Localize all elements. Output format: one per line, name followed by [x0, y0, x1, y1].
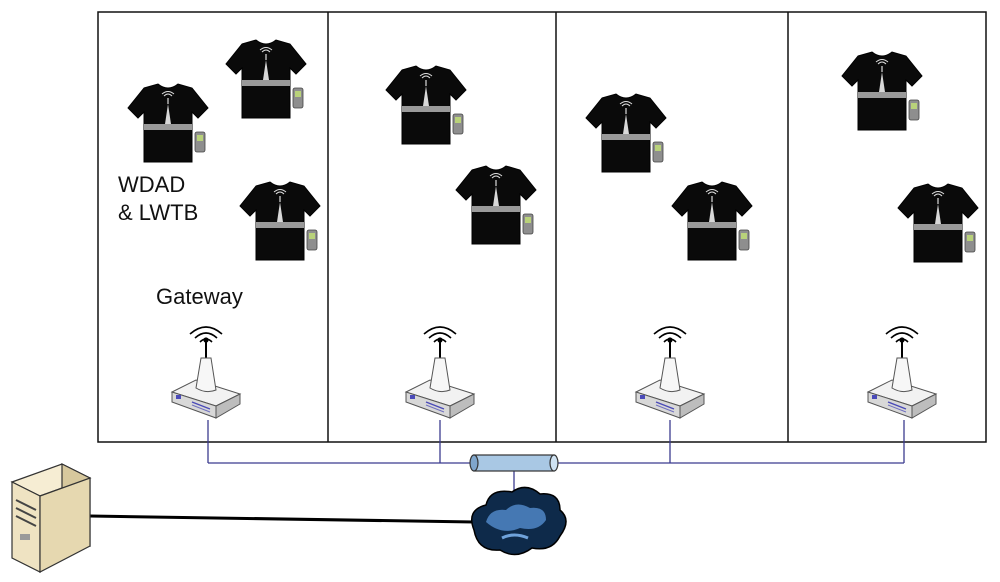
server-link — [89, 514, 475, 524]
devices-label-line2: & LWTB — [118, 200, 198, 225]
wearable-tshirt-icon — [841, 51, 923, 131]
wearable-tshirt-icon — [897, 183, 979, 263]
gateway-router-icon — [405, 326, 475, 419]
wearable-tshirt-icon — [239, 181, 321, 261]
server-icon — [10, 463, 92, 573]
zones-frame — [97, 11, 987, 443]
wearable-tshirt-icon — [671, 181, 753, 261]
cloud-icon — [471, 486, 567, 556]
gateway-router-icon — [867, 326, 937, 419]
wearable-tshirt-icon — [455, 165, 537, 245]
network-bus-icon — [469, 454, 559, 472]
wired-links — [207, 420, 905, 492]
gateway-router-icon — [635, 326, 705, 419]
gateway-label: Gateway — [156, 284, 243, 309]
devices-label-line1: WDAD — [118, 172, 185, 197]
wearable-tshirt-icon — [585, 93, 667, 173]
wearable-tshirt-icon — [385, 65, 467, 145]
gateway-router-icon — [171, 326, 241, 419]
wearable-tshirt-icon — [127, 83, 209, 163]
wearable-tshirt-icon — [225, 39, 307, 119]
